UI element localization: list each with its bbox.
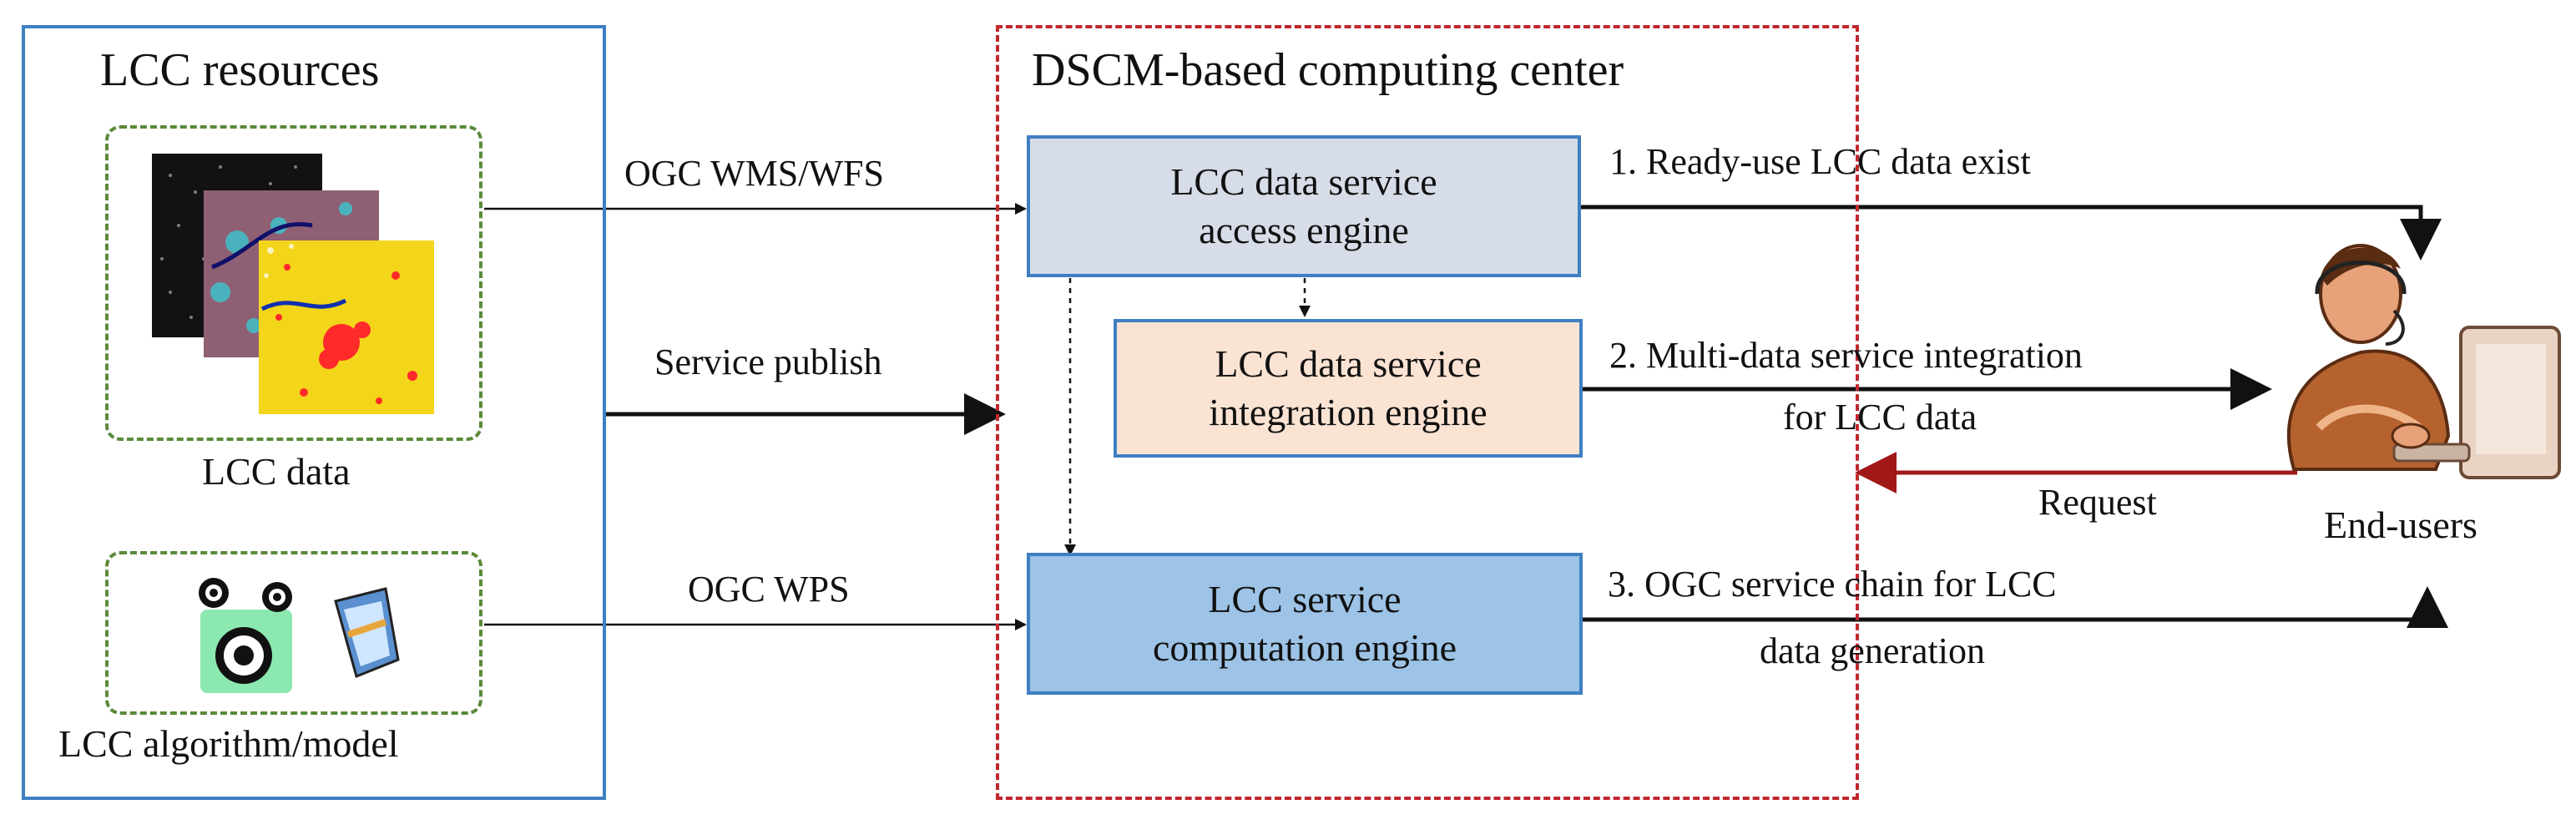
algorithm-gears-icon <box>199 578 292 693</box>
request-label: Request <box>2038 482 2157 523</box>
service-chain-label-line2: data generation <box>1760 630 1985 671</box>
lcc-data-label: LCC data <box>202 450 351 493</box>
multi-integration-label-line2: for LCC data <box>1783 397 1977 438</box>
access-engine-line2: access engine <box>1199 209 1409 251</box>
access-engine-line1: LCC data service <box>1170 160 1437 203</box>
lcc-resources-title: LCC resources <box>100 44 380 96</box>
computing-center-title: DSCM-based computing center <box>1032 44 1624 96</box>
service-chain-arrow <box>1583 586 2448 628</box>
access-engine-box: LCC data service access engine <box>1027 135 1581 277</box>
dscm-computing-center-panel <box>996 25 1859 800</box>
ogc-wms-wfs-label: OGC WMS/WFS <box>624 153 884 194</box>
multi-integration-label-line1: 2. Multi-data service integration <box>1609 335 2083 376</box>
integration-engine-line2: integration engine <box>1209 391 1488 433</box>
computation-engine-box: LCC service computation engine <box>1027 553 1583 695</box>
ready-use-arrow <box>1581 205 2442 261</box>
integration-engine-line1: LCC data service <box>1215 342 1482 385</box>
model-tool-icon <box>334 587 400 679</box>
lcc-algorithm-group <box>105 551 482 715</box>
ready-use-label: 1. Ready-use LCC data exist <box>1609 141 2031 182</box>
lcc-resources-panel <box>22 25 606 800</box>
computation-engine-line2: computation engine <box>1152 626 1457 669</box>
end-user-at-computer-image <box>2286 244 2561 479</box>
lcc-data-group <box>105 125 482 441</box>
lcc-algorithm-label: LCC algorithm/model <box>58 722 399 765</box>
service-chain-label-line1: 3. OGC service chain for LCC <box>1608 564 2057 605</box>
lcc-data-maps-image <box>152 154 434 414</box>
computation-engine-line1: LCC service <box>1208 578 1402 620</box>
end-users-label: End-users <box>2324 504 2478 546</box>
integration-engine-box: LCC data service integration engine <box>1114 319 1583 458</box>
ogc-wps-label: OGC WPS <box>688 569 850 610</box>
service-publish-label: Service publish <box>654 342 882 382</box>
